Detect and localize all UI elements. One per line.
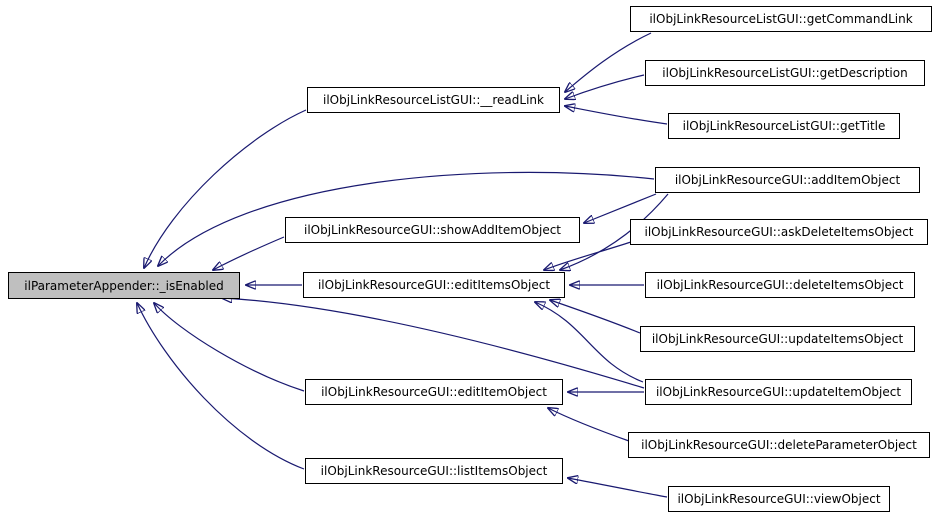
edge-updateItemObject-to-isEnabled: [222, 298, 645, 389]
edge-deleteParameterObject-to-editItemObject: [548, 408, 630, 442]
edge-updateItemObject-to-editItemsObject: [535, 302, 644, 383]
node-getTitle[interactable]: ilObjLinkResourceListGUI::getTitle: [668, 113, 900, 139]
edge-askDeleteItemsObject-to-editItemsObject: [544, 241, 632, 270]
node-listItemsObject[interactable]: ilObjLinkResourceGUI::listItemsObject: [305, 458, 563, 484]
node-getCommandLink[interactable]: ilObjLinkResourceListGUI::getCommandLink: [630, 6, 932, 32]
node-showAddItemObject[interactable]: ilObjLinkResourceGUI::showAddItemObject: [285, 217, 580, 243]
edge-getDescription-to-readLink: [565, 74, 645, 99]
edge-addItemObject-to-showAddItemObject: [584, 193, 657, 223]
edge-editItemObject-to-isEnabled: [154, 303, 305, 392]
node-addItemObject[interactable]: ilObjLinkResourceGUI::addItemObject: [655, 167, 920, 193]
node-deleteItemsObject[interactable]: ilObjLinkResourceGUI::deleteItemsObject: [645, 272, 915, 298]
edge-addItemObject-to-editItemsObject: [560, 193, 669, 270]
node-editItemObject[interactable]: ilObjLinkResourceGUI::editItemObject: [305, 379, 563, 405]
node-deleteParameterObject[interactable]: ilObjLinkResourceGUI::deleteParameterObj…: [628, 432, 930, 458]
edge-getCommandLink-to-readLink: [565, 32, 652, 92]
node-editItemsObject[interactable]: ilObjLinkResourceGUI::editItemsObject: [303, 272, 565, 298]
edge-viewObject-to-listItemsObject: [568, 478, 668, 498]
edge-listItemsObject-to-isEnabled: [137, 303, 305, 470]
node-viewObject[interactable]: ilObjLinkResourceGUI::viewObject: [668, 486, 890, 512]
edge-readLink-to-isEnabled: [144, 109, 307, 268]
node-getDescription[interactable]: ilObjLinkResourceListGUI::getDescription: [645, 60, 925, 86]
node-updateItemObject[interactable]: ilObjLinkResourceGUI::updateItemObject: [645, 379, 912, 405]
edge-showAddItemObject-to-isEnabled: [213, 236, 285, 270]
edge-getTitle-to-readLink: [565, 106, 668, 125]
node-askDeleteItemsObject[interactable]: ilObjLinkResourceGUI::askDeleteItemsObje…: [630, 219, 928, 245]
node-updateItemsObject[interactable]: ilObjLinkResourceGUI::updateItemsObject: [640, 326, 915, 352]
edge-updateItemsObject-to-editItemsObject: [550, 300, 641, 334]
node-readLink[interactable]: ilObjLinkResourceListGUI::__readLink: [307, 87, 560, 113]
node-isEnabled: ilParameterAppender::_isEnabled: [8, 272, 240, 299]
edge-addItemObject-to-isEnabled: [158, 171, 655, 266]
